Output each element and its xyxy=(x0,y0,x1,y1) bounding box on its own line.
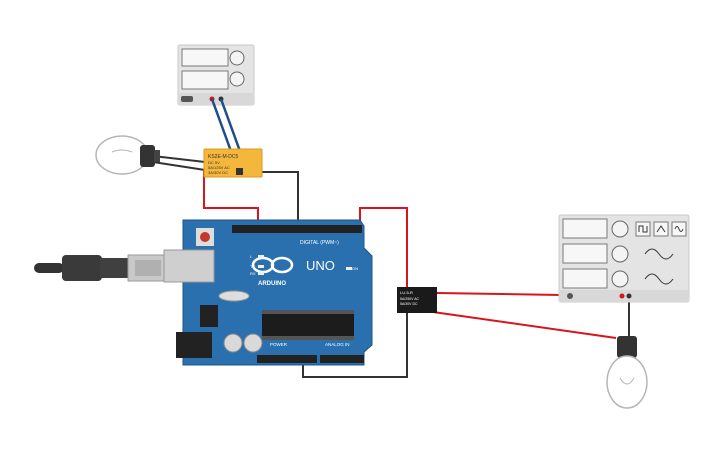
dc-power-supply[interactable] xyxy=(177,44,255,106)
lightbulb-left[interactable] xyxy=(95,135,160,175)
power-label: POWER xyxy=(270,342,288,347)
relay-right-model: LU-5-R xyxy=(400,290,413,295)
arduino-model: UNO xyxy=(306,258,335,273)
tx-label: TX xyxy=(250,264,255,269)
relay-top-spec1: DC 5V xyxy=(208,160,220,165)
relay-right-spec1: 5A/250V AC xyxy=(400,297,420,301)
lightbulb-right[interactable] xyxy=(606,336,648,409)
relay-top-spec2: 5A/125V AC xyxy=(208,165,230,170)
on-label: ON xyxy=(352,266,358,271)
analog-label: ANALOG IN xyxy=(325,342,350,347)
usb-cable[interactable] xyxy=(34,254,169,282)
relay-top-model: KS2E-M-DC5 xyxy=(208,154,239,160)
relay-lu5r[interactable]: LU-5-R 5A/250V AC 5A/30V DC xyxy=(397,287,437,313)
relay-right-spec2: 5A/30V DC xyxy=(400,302,418,306)
arduino-uno-board[interactable]: UNO ARDUINO DIGITAL (PWM~) POWER ANALOG … xyxy=(163,219,373,366)
relay-ks2e[interactable]: KS2E-M-DC5 DC 5V 5A/125V AC 3A/30V DC xyxy=(203,148,263,178)
arduino-brand: ARDUINO xyxy=(258,281,286,287)
l-label: L xyxy=(250,254,253,259)
function-generator[interactable] xyxy=(558,214,690,303)
rx-label: RX xyxy=(250,271,256,276)
digital-label: DIGITAL (PWM~) xyxy=(300,240,339,246)
relay-top-spec3: 3A/30V DC xyxy=(208,170,228,175)
